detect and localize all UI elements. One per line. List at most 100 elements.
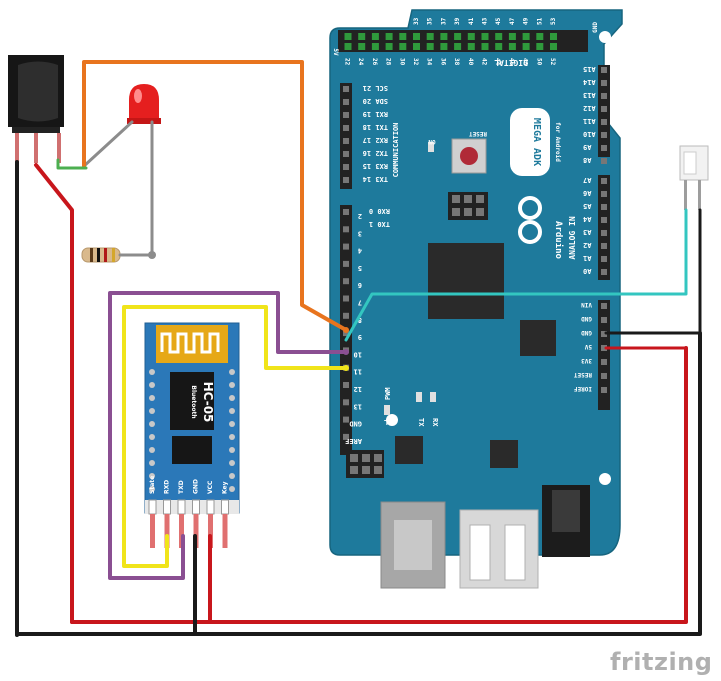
hc05-pin xyxy=(163,499,171,515)
header-pin xyxy=(601,93,607,99)
header-pin xyxy=(601,217,607,223)
wire-green-ir xyxy=(56,158,88,170)
mounting-hole xyxy=(386,414,398,426)
analog-pin-label: A4 xyxy=(583,215,591,223)
wire-yellow-hc05-rxd xyxy=(122,305,348,568)
header-pin xyxy=(399,43,407,50)
analog-pin-label: A10 xyxy=(583,130,596,138)
usb-serial-chip xyxy=(395,436,423,464)
led-label-tx: TX xyxy=(417,418,425,427)
reset-label: RESET xyxy=(469,130,487,137)
wires xyxy=(15,60,702,637)
top-pin-label: 39 xyxy=(454,17,461,25)
top-pin-label: 47 xyxy=(509,17,516,25)
top-pin-label-gnd: GND xyxy=(592,22,599,33)
header-pin xyxy=(601,204,607,210)
comm-pin-label: RX1 19 xyxy=(363,110,388,118)
header-pin xyxy=(440,43,448,50)
header-pin xyxy=(601,256,607,262)
hc05-pin-label: TXD xyxy=(178,480,185,494)
hc05-pin-lead xyxy=(164,514,170,548)
header-pin xyxy=(601,373,607,379)
hc05-castellated-pads xyxy=(149,369,235,492)
header-pin xyxy=(385,43,393,50)
pwm-pin-label: 2 xyxy=(358,212,362,220)
analog-pin-label: A9 xyxy=(583,143,591,151)
header-pin xyxy=(495,43,503,50)
header-pin xyxy=(550,43,557,50)
hc05-pin-lead xyxy=(179,514,184,548)
analog-pin-label: A11 xyxy=(583,117,596,125)
header-pin xyxy=(601,269,607,275)
header-pin xyxy=(343,382,349,388)
serial-pin-label: TX0 1 xyxy=(369,220,390,228)
hc05-pin-label: GND xyxy=(193,479,200,494)
header-pin xyxy=(601,317,607,323)
top-pin-label: 41 xyxy=(468,17,475,25)
analog-header xyxy=(598,65,610,280)
digital-pin-label: 42 xyxy=(481,58,488,66)
pwm-pin-label: 7 xyxy=(358,299,362,307)
header-pin xyxy=(343,164,349,170)
digital-pin-label: 46 xyxy=(508,58,515,66)
header-pin xyxy=(343,433,349,440)
hc05-pin xyxy=(206,499,215,515)
header-pin xyxy=(371,43,379,50)
header-pin xyxy=(536,43,544,50)
header-pin xyxy=(343,278,349,285)
header-pin xyxy=(344,43,352,50)
pwm-pin-label: 6 xyxy=(358,281,362,289)
on-led xyxy=(428,142,434,152)
header-pin xyxy=(343,125,349,131)
digital-pin-label: 48 xyxy=(522,58,529,66)
header-pin xyxy=(440,33,448,40)
hc05-pin-label: RXD xyxy=(164,480,171,494)
header-pin xyxy=(343,138,349,144)
pwm-pin-label: GND xyxy=(349,420,362,428)
serial-pin-label: RX0 0 xyxy=(369,207,390,215)
comm-pin-label: TX2 16 xyxy=(363,149,388,157)
header-pin xyxy=(601,145,607,151)
pwm-pin-label: 13 xyxy=(354,402,362,410)
header-pin xyxy=(467,43,475,50)
top-header-labels: 5352515049484746454443424140393837363534… xyxy=(332,17,599,65)
header-pin xyxy=(343,226,349,233)
comm-pin-label: TX3 14 xyxy=(363,175,388,183)
pwm-pin-label: 10 xyxy=(354,350,362,358)
header-pin xyxy=(343,99,349,105)
comm-pin-label: SDA 20 xyxy=(363,97,388,105)
header-pin xyxy=(536,33,544,40)
pwm-label: PWM xyxy=(384,387,392,400)
wire-red-5v-rail xyxy=(70,346,688,624)
comm-pin-label: TX1 18 xyxy=(363,123,388,131)
reset-button[interactable] xyxy=(451,138,487,174)
top-pin-label: 25 xyxy=(358,17,365,25)
header-pin xyxy=(413,33,420,40)
header-pin xyxy=(601,80,607,86)
header-pin xyxy=(343,295,349,302)
top-pin-label: 31 xyxy=(399,17,406,25)
analog-pin-label: A6 xyxy=(583,189,591,197)
wire-purple-hc05-txd xyxy=(108,291,348,580)
led-label-rx: RX xyxy=(431,418,439,427)
analog-pin-label: A14 xyxy=(583,78,596,86)
hc05-pin-label: State xyxy=(149,476,156,494)
hc05-pin-lead xyxy=(193,514,199,548)
header-pin xyxy=(343,112,349,118)
pwm-pin-label: 3 xyxy=(358,229,362,237)
header-pin xyxy=(344,33,352,40)
header-pin xyxy=(343,312,349,319)
top-pin-label: 35 xyxy=(427,17,434,25)
digital-pin-label: 22 xyxy=(344,58,351,66)
top-pin-label: 37 xyxy=(440,17,447,25)
hc05-pin-lead xyxy=(222,514,228,548)
analog-pin-label: A3 xyxy=(583,228,591,236)
pwm-pin-label: 4 xyxy=(358,247,362,255)
pwm-pin-label: 11 xyxy=(354,368,362,376)
header-pin xyxy=(601,359,607,365)
board-brand: Arduino xyxy=(553,221,564,259)
usb-a-connector xyxy=(459,509,539,589)
